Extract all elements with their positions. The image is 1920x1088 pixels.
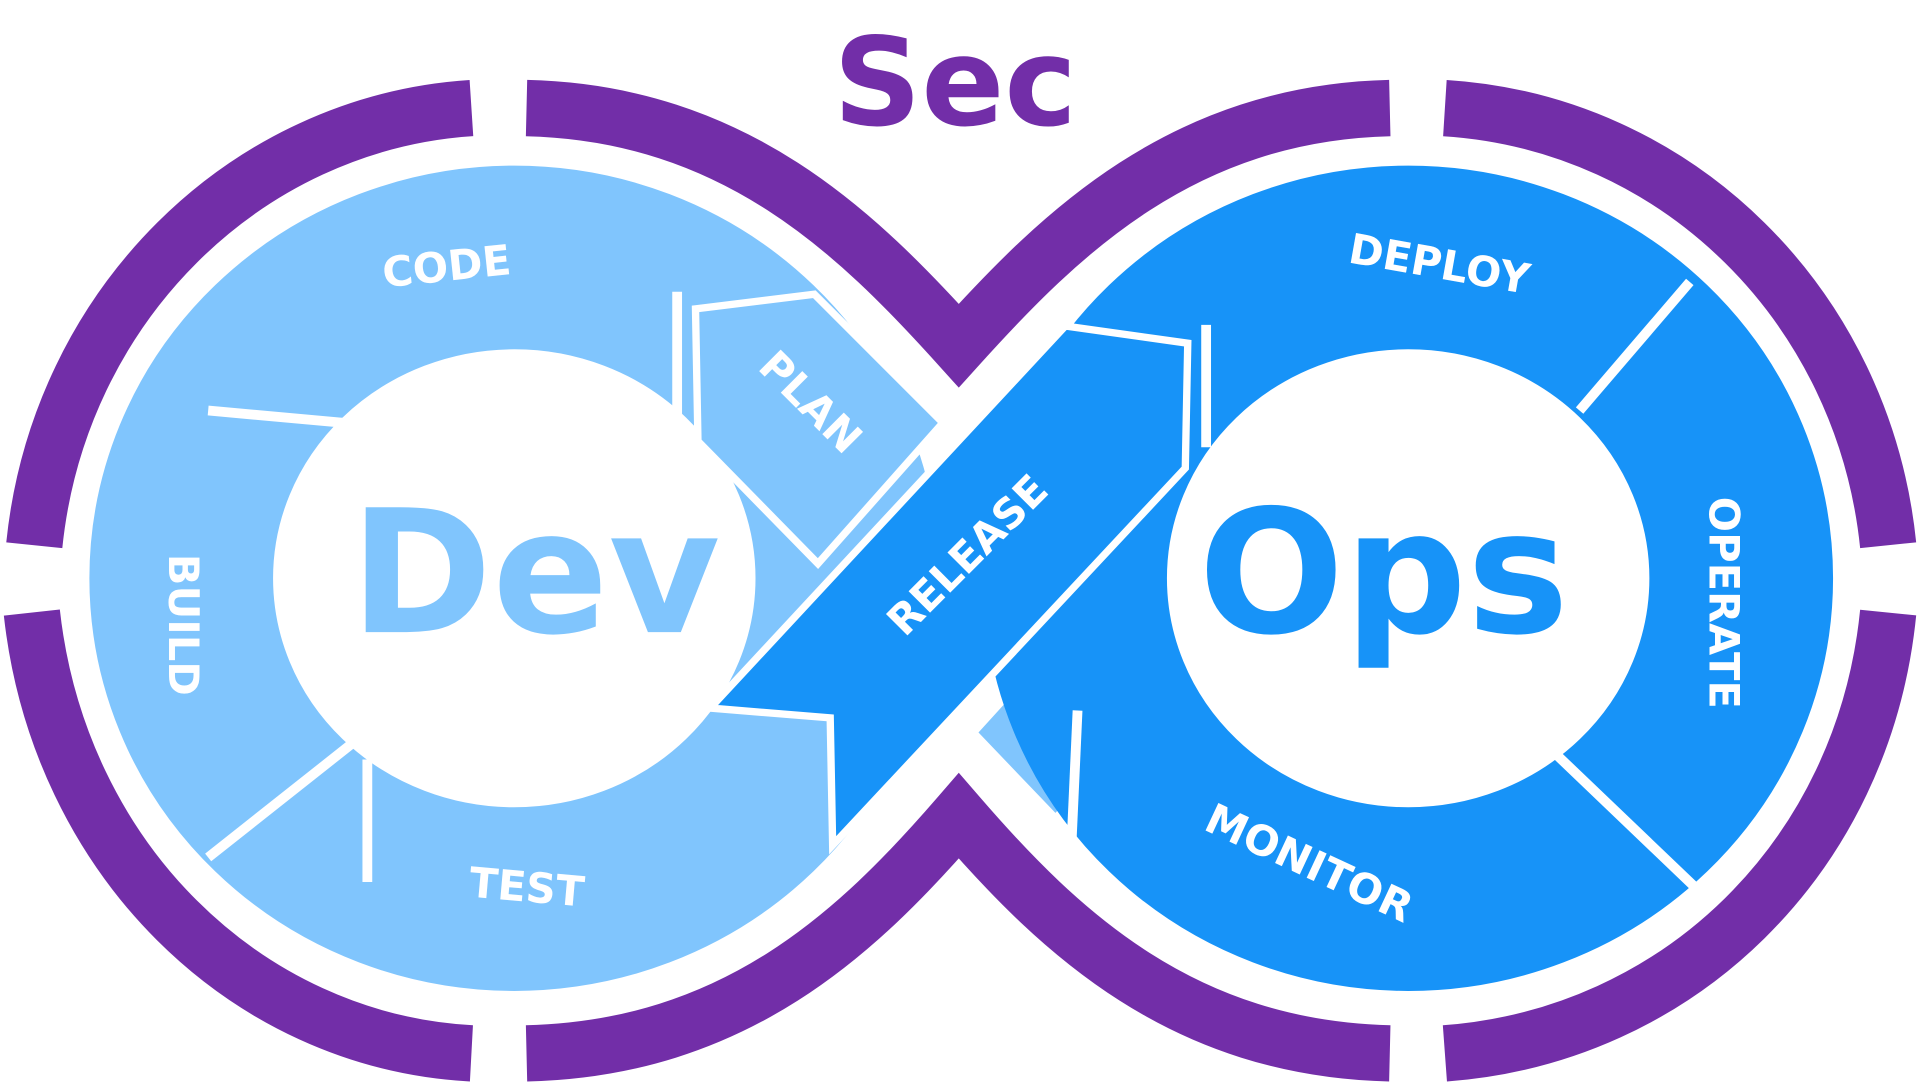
stage-build: BUILD (159, 554, 208, 696)
sec-title: Sec (833, 11, 1077, 154)
ops-title: Ops (1198, 474, 1568, 673)
ops-loop (702, 165, 1834, 991)
stage-operate: OPERATE (1699, 497, 1748, 709)
stage-test: TEST (467, 858, 587, 917)
dev-title: Dev (350, 474, 720, 673)
release-segment (702, 322, 1192, 855)
sec-band-bottom-left (3, 609, 474, 1082)
sec-band-top-right (1443, 79, 1917, 549)
plan-segment (691, 290, 948, 569)
sec-band-top-center (525, 79, 1391, 388)
sec-band-bottom-center (525, 772, 1391, 1082)
sec-band-top-left (6, 79, 474, 549)
sec-outer-band (3, 79, 1917, 1082)
sec-band-bottom-right (1442, 609, 1917, 1082)
